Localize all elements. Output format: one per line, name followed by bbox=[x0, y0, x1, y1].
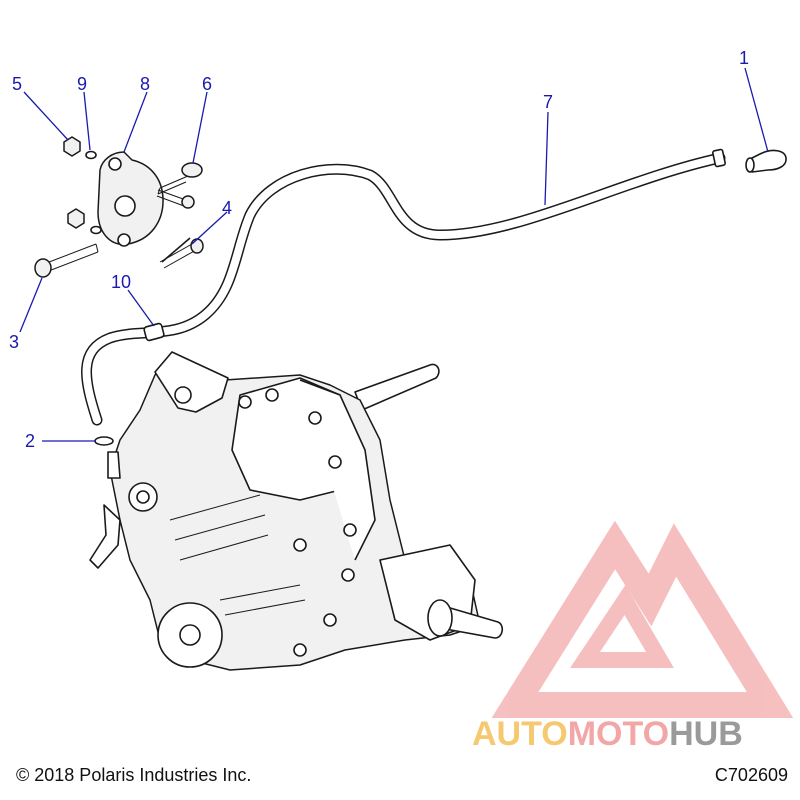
sensor-cover bbox=[97, 151, 164, 247]
transmission-assembly bbox=[89, 351, 504, 671]
callout-10: 10 bbox=[111, 272, 131, 292]
drawing-number: C702609 bbox=[714, 765, 788, 785]
callout-6: 6 bbox=[202, 74, 212, 94]
leader-lines bbox=[19, 67, 769, 442]
callout-numbers: 1 2 3 4 5 6 7 8 9 10 bbox=[9, 48, 749, 451]
bolt-4 bbox=[159, 237, 204, 269]
watermark-text: AUTOMOTOHUB bbox=[472, 715, 743, 754]
callout-1: 1 bbox=[739, 48, 749, 68]
callout-7: 7 bbox=[543, 92, 553, 112]
copyright-notice: © 2018 Polaris Industries Inc. bbox=[16, 765, 252, 785]
vent-hose bbox=[81, 152, 726, 426]
callout-4: 4 bbox=[222, 198, 232, 218]
hardware-nuts bbox=[63, 136, 102, 235]
watermark-text-hub: HUB bbox=[669, 715, 743, 753]
callout-2: 2 bbox=[25, 431, 35, 451]
callout-5: 5 bbox=[12, 74, 22, 94]
flange-bolt-short bbox=[157, 162, 203, 195]
bolt-medium bbox=[156, 189, 195, 209]
watermark-logo bbox=[491, 520, 794, 718]
vent-elbow-fitting bbox=[745, 149, 787, 173]
callout-3: 3 bbox=[9, 332, 19, 352]
bolt-3 bbox=[34, 243, 99, 278]
callout-8: 8 bbox=[140, 74, 150, 94]
callout-9: 9 bbox=[77, 74, 87, 94]
small-hose-clamp bbox=[94, 436, 114, 446]
watermark-text-auto: AUTO bbox=[472, 715, 568, 753]
hose-end-clamp bbox=[712, 148, 726, 168]
watermark-text-moto: MOTO bbox=[567, 715, 670, 753]
hose-clamp bbox=[143, 322, 165, 342]
